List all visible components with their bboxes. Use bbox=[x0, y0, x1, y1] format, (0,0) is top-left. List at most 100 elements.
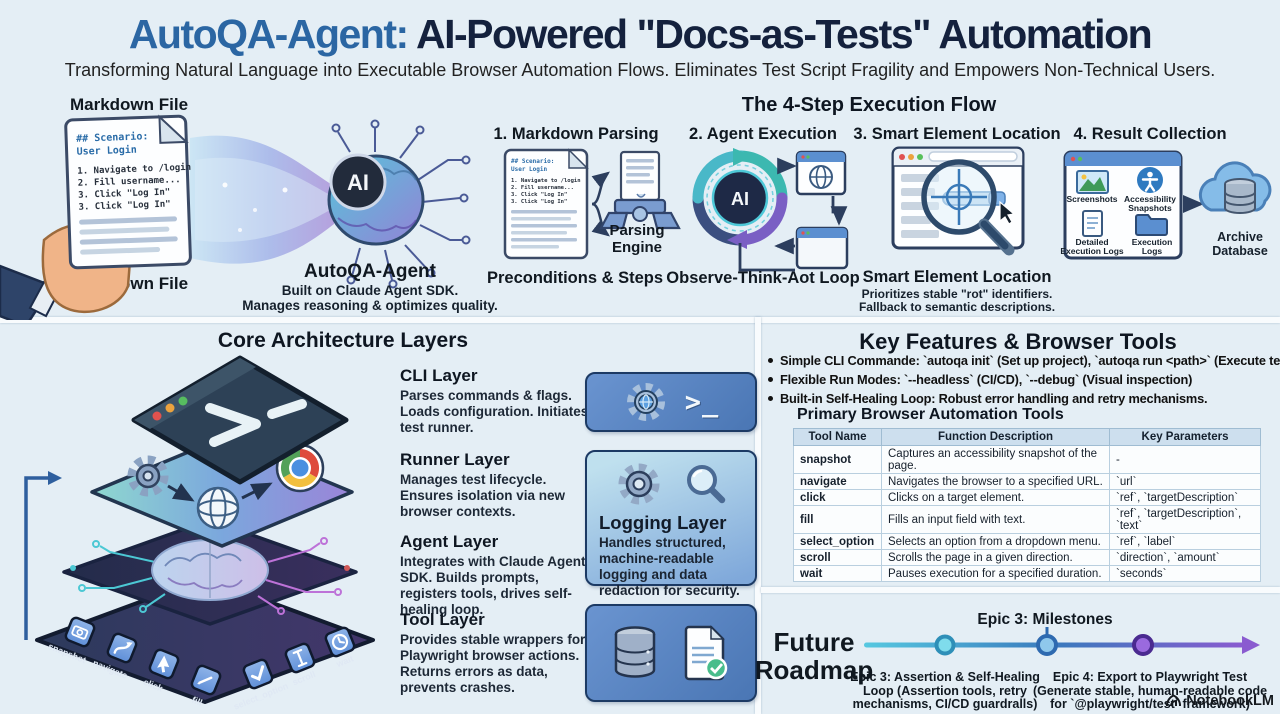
bullet-healing-rest: : Robust error handling and retry mechan… bbox=[931, 391, 1208, 407]
step-2-caption: Observe-Think-Aot Loop bbox=[666, 269, 860, 287]
features-title: Key Features & Browser Tools bbox=[859, 329, 1177, 354]
step-3-caption: Smart Element Location bbox=[862, 268, 1052, 286]
ai-badge-loop: AI bbox=[731, 189, 749, 209]
database-icon bbox=[614, 626, 656, 678]
notebooklm-branding: NotebookLM bbox=[1165, 692, 1274, 709]
flow-graphics: ## Scenario: User Login 1. Navigate to /… bbox=[503, 146, 1272, 272]
cell-desc: Clicks on a target element. bbox=[881, 489, 1110, 506]
parsing-engine-label: Parsing Engine bbox=[609, 222, 665, 256]
screenshots-icon bbox=[1076, 170, 1109, 194]
mini-doc-heading1: ## Scenario: bbox=[511, 158, 554, 165]
magnifier-icon bbox=[687, 465, 726, 504]
doc-heading1: ## Scenario: bbox=[76, 130, 149, 145]
archive-database-label: Archive Database bbox=[1212, 230, 1268, 258]
agent-desc-1: Built on Claude Agent SDK. bbox=[281, 283, 459, 298]
mini-doc-line4: 3. Click "Log In" bbox=[511, 199, 567, 205]
clock-icon bbox=[331, 633, 349, 651]
cell-desc: Pauses execution for a specified duratio… bbox=[881, 565, 1110, 582]
agent-layer-block: Agent Layer Integrates with Claude Agent… bbox=[400, 532, 592, 618]
col-tool-name: Tool Name bbox=[793, 428, 882, 446]
architecture-title: Core Architecture Layers bbox=[217, 329, 469, 352]
bullet-cli-rest: `autoqa init` (Set up project), `autoqa … bbox=[919, 353, 1280, 368]
epic-4-label: Epic 4: Export to Playwright Test (Gener… bbox=[1024, 670, 1276, 712]
epic-3-label: Epic 3: Assertion & Self-Healing Loop (A… bbox=[849, 670, 1041, 712]
doc-step-3: 3. Click "Log In" bbox=[78, 187, 170, 201]
page-title-rest: AI-Powered "Docs-as-Tests" Automation bbox=[416, 11, 1153, 57]
milestone-label: Epic 3: Milestones bbox=[977, 611, 1113, 628]
bullet-run-modes: Flexible Run Modes: `--headless` (CI/CD)… bbox=[768, 370, 1274, 389]
detailed-logs-icon bbox=[1082, 210, 1103, 237]
tool-layer-block: Tool Layer Provides stable wrappers for … bbox=[400, 610, 592, 696]
mini-doc-line1: 1. Navigate to /login bbox=[511, 178, 581, 184]
execution-logs-label-2: Logs bbox=[1142, 246, 1163, 256]
cli-card: >_ bbox=[585, 372, 757, 432]
architecture-stack-illustration: snapshot navigate click fill select_opti… bbox=[24, 355, 375, 712]
agent-execution-icon: AI bbox=[692, 148, 849, 272]
cell-desc: Navigates the browser to a specified URL… bbox=[881, 473, 1110, 490]
features-bullets: Simple CLI Commande: `autoqa init` (Set … bbox=[768, 351, 1280, 409]
checkmark-icon bbox=[250, 665, 265, 682]
gear-icon bbox=[127, 455, 169, 497]
cell-params: `ref`, `targetDescription`, `text` bbox=[1109, 505, 1261, 534]
cell-params: `ref`, `targetDescription` bbox=[1109, 489, 1261, 506]
page-title-accent: AutoQA-Agent: bbox=[128, 11, 409, 57]
cell-params: `direction`, `amount` bbox=[1109, 549, 1261, 566]
runner-layer-title: Runner Layer bbox=[400, 450, 510, 469]
step-2-title: 2. Agent Execution bbox=[689, 125, 837, 143]
loop-connector-arrow bbox=[24, 476, 48, 640]
browser-tools-table: Tool Name Function Description Key Param… bbox=[793, 428, 1261, 582]
markdown-parsing-icon: ## Scenario: User Login 1. Navigate to /… bbox=[503, 148, 681, 260]
roadmap-timeline bbox=[864, 627, 1260, 656]
report-check-icon bbox=[684, 625, 728, 681]
step-4-title: 4. Result Collection bbox=[1073, 125, 1227, 143]
accessibility-label-2: Snapshots bbox=[1128, 203, 1172, 213]
logging-layer-title: Logging Layer bbox=[599, 512, 727, 533]
epic-3-bold: Epic 3: Assertion & Self-Healing Loop bbox=[850, 670, 1040, 698]
step-3-sub-1: Prioritizes stable "rot" identifiers. bbox=[861, 287, 1053, 301]
logging-layer-desc: Handles structured, machine-readable log… bbox=[599, 535, 740, 598]
bullet-cli-bold: Simple CLI Commande: bbox=[780, 353, 920, 368]
bullet-modes-rest: `--headless` (CI/CD), `--debug` (Visual … bbox=[900, 372, 1193, 388]
notebooklm-logo-icon bbox=[1166, 694, 1182, 707]
check-icon bbox=[710, 663, 724, 675]
cli-layer-title: CLI Layer bbox=[400, 366, 478, 385]
cell-params: - bbox=[1109, 445, 1261, 474]
archive-database-icon bbox=[1198, 161, 1272, 214]
step-1-title: 1. Markdown Parsing bbox=[493, 125, 659, 143]
cursor-icon bbox=[999, 200, 1016, 225]
cell-tool: scroll bbox=[793, 549, 882, 566]
logging-layer-card: Logging Layer Handles structured, machin… bbox=[585, 450, 757, 598]
browser-window-2-icon bbox=[795, 226, 849, 270]
runner-layer-block: Runner Layer Manages test lifecycle. Ens… bbox=[400, 450, 592, 520]
divider-horizontal-right bbox=[761, 587, 1280, 593]
agent-name: AutoQA-Agent bbox=[304, 261, 436, 282]
accessibility-label-1: Accessibility bbox=[1124, 194, 1176, 204]
result-collection-icon: Screenshots Accessibility Snapshots Deta… bbox=[1060, 150, 1272, 260]
bullet-healing-bold: Built-in Self-Healing Loop bbox=[780, 391, 932, 407]
epic-4-rest: (Generate stable, human-readable code fo… bbox=[1032, 683, 1268, 711]
mini-doc-line2: 2. Fill username... bbox=[511, 185, 574, 191]
mini-doc-line3: 3. Click "Log In" bbox=[511, 192, 567, 198]
bullet-dot bbox=[768, 377, 773, 383]
circuit-traces bbox=[331, 119, 471, 289]
cell-tool: select_option bbox=[793, 533, 882, 550]
flow-title: The 4-Step Execution Flow bbox=[741, 94, 997, 116]
roadmap-title: Future Roadmap bbox=[755, 628, 873, 684]
cell-params: `ref`, `label` bbox=[1109, 533, 1261, 550]
milestone-node-2 bbox=[1036, 634, 1058, 656]
doc-step-1: 1. Navigate to /login bbox=[77, 162, 191, 177]
step-1-caption: Preconditions & Steps bbox=[486, 269, 664, 287]
bullet-dot bbox=[768, 396, 773, 402]
cell-tool: navigate bbox=[793, 473, 882, 490]
roadmap-title-line2: Roadmap bbox=[754, 655, 874, 685]
globe-icon bbox=[196, 486, 240, 530]
agent-desc-2: Manages reasoning & optimizes quality. bbox=[242, 298, 498, 313]
gear-globe-icon bbox=[626, 383, 665, 421]
cell-desc: Scrolls the page in a given direction. bbox=[881, 549, 1110, 566]
notebooklm-label: NotebookLM bbox=[1186, 692, 1274, 709]
